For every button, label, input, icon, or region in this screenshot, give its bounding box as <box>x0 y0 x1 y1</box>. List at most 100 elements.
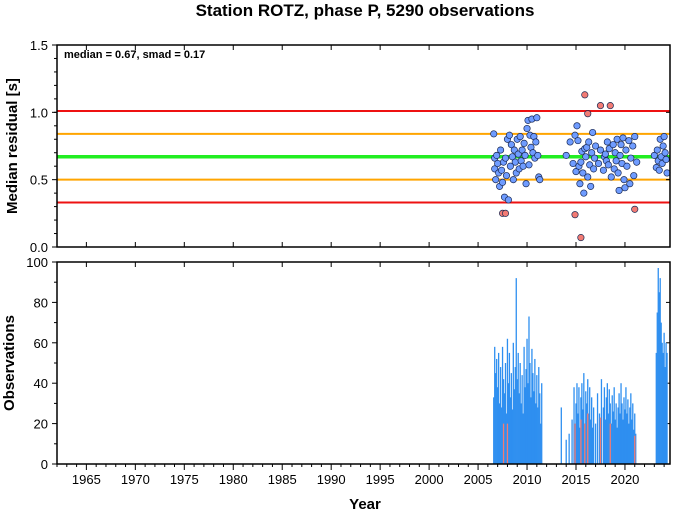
y-tick-label: 80 <box>34 295 48 310</box>
residual-point <box>623 162 631 170</box>
residual-point <box>497 146 505 154</box>
residual-point <box>504 196 512 204</box>
residual-point <box>490 130 498 138</box>
x-tick-label: 2000 <box>415 472 444 487</box>
x-tick-label: 1990 <box>317 472 346 487</box>
residual-point <box>533 114 541 122</box>
x-tick-label: 2005 <box>464 472 493 487</box>
residual-point <box>506 162 514 170</box>
y-tick-label: 60 <box>34 336 48 351</box>
reference-lines <box>57 109 670 204</box>
residual-point <box>604 161 612 169</box>
x-tick-label: 2015 <box>562 472 591 487</box>
residual-plot-frame <box>56 44 671 248</box>
residual-point <box>571 131 579 139</box>
residual-point <box>660 133 668 141</box>
residual-point <box>620 176 628 184</box>
residual-point <box>584 173 592 181</box>
residual-point <box>562 151 570 159</box>
residual-y-axis-label: Median residual [s] <box>4 78 21 214</box>
residual-point <box>619 134 627 142</box>
residual-point <box>498 166 506 174</box>
residual-point <box>581 91 589 99</box>
residual-point <box>582 153 590 161</box>
residual-point <box>516 133 524 141</box>
residual-point <box>592 142 600 150</box>
residual-point <box>603 138 611 146</box>
residual-point <box>509 176 517 184</box>
residual-point <box>571 211 579 219</box>
residual-point <box>659 142 667 150</box>
residual-point <box>523 124 531 133</box>
residual-point <box>576 180 584 188</box>
x-tick-label: 1975 <box>170 472 199 487</box>
residual-point <box>502 172 511 180</box>
residual-point <box>585 138 593 146</box>
median-smad-annotation: median = 0.67, smad = 0.17 <box>64 49 205 61</box>
residual-point <box>590 165 598 173</box>
residual-point <box>519 162 527 170</box>
residual-point <box>522 180 530 188</box>
y-tick-label: 0 <box>41 457 48 472</box>
residual-point <box>566 138 574 146</box>
residual-point <box>507 141 515 149</box>
residual-panel: 0.00.51.01.5 median = 0.67, smad = 0.17 … <box>4 38 671 255</box>
residual-point <box>631 205 639 213</box>
x-tick-label: 1995 <box>366 472 395 487</box>
residual-point <box>616 151 624 159</box>
residual-point <box>536 176 544 184</box>
x-tick-label: 1985 <box>268 472 297 487</box>
residual-point <box>655 166 663 174</box>
residual-point <box>511 158 519 166</box>
x-tick-label: 2010 <box>513 472 542 487</box>
y-tick-label: 100 <box>26 255 48 270</box>
residual-point <box>599 166 607 174</box>
residual-point <box>589 128 597 137</box>
residual-point <box>518 146 526 154</box>
residual-point <box>650 151 658 159</box>
residual-point <box>609 141 617 149</box>
residual-point <box>615 186 623 194</box>
residual-x-ticks <box>85 45 626 247</box>
residual-point <box>627 154 635 162</box>
residual-point <box>569 159 577 168</box>
residual-point <box>580 189 588 197</box>
residual-point <box>521 151 529 159</box>
residual-point <box>607 173 615 181</box>
residual-point <box>631 133 639 141</box>
y-tick-label: 0.5 <box>30 173 48 188</box>
residual-point <box>596 146 605 154</box>
residual-point <box>532 138 540 146</box>
residual-points <box>490 91 671 242</box>
residual-point <box>653 146 661 154</box>
x-tick-label: 1980 <box>219 472 248 487</box>
residual-point <box>629 142 637 150</box>
residual-point <box>594 159 603 168</box>
residual-point <box>617 141 625 149</box>
y-tick-label: 1.0 <box>30 105 48 120</box>
residual-point <box>601 150 609 158</box>
residual-point <box>621 184 629 192</box>
residual-point <box>534 151 542 159</box>
residual-point <box>499 178 507 186</box>
residual-point <box>573 122 581 130</box>
y-tick-label: 0.0 <box>30 240 48 255</box>
x-axis-label: Year <box>349 496 381 511</box>
residual-point <box>622 146 630 154</box>
residual-point <box>525 161 533 169</box>
residual-point <box>633 158 641 166</box>
residual-point <box>613 135 621 143</box>
chart-title: Station ROTZ, phase P, 5290 observations <box>196 1 535 20</box>
observation-bars <box>493 268 668 464</box>
residual-point <box>612 157 620 165</box>
residual-point <box>501 209 510 217</box>
residual-point <box>494 159 502 168</box>
residual-point <box>625 137 633 145</box>
residual-point <box>661 149 669 157</box>
residual-point <box>626 180 634 188</box>
x-tick-label: 2020 <box>610 472 639 487</box>
residual-point <box>588 149 596 157</box>
